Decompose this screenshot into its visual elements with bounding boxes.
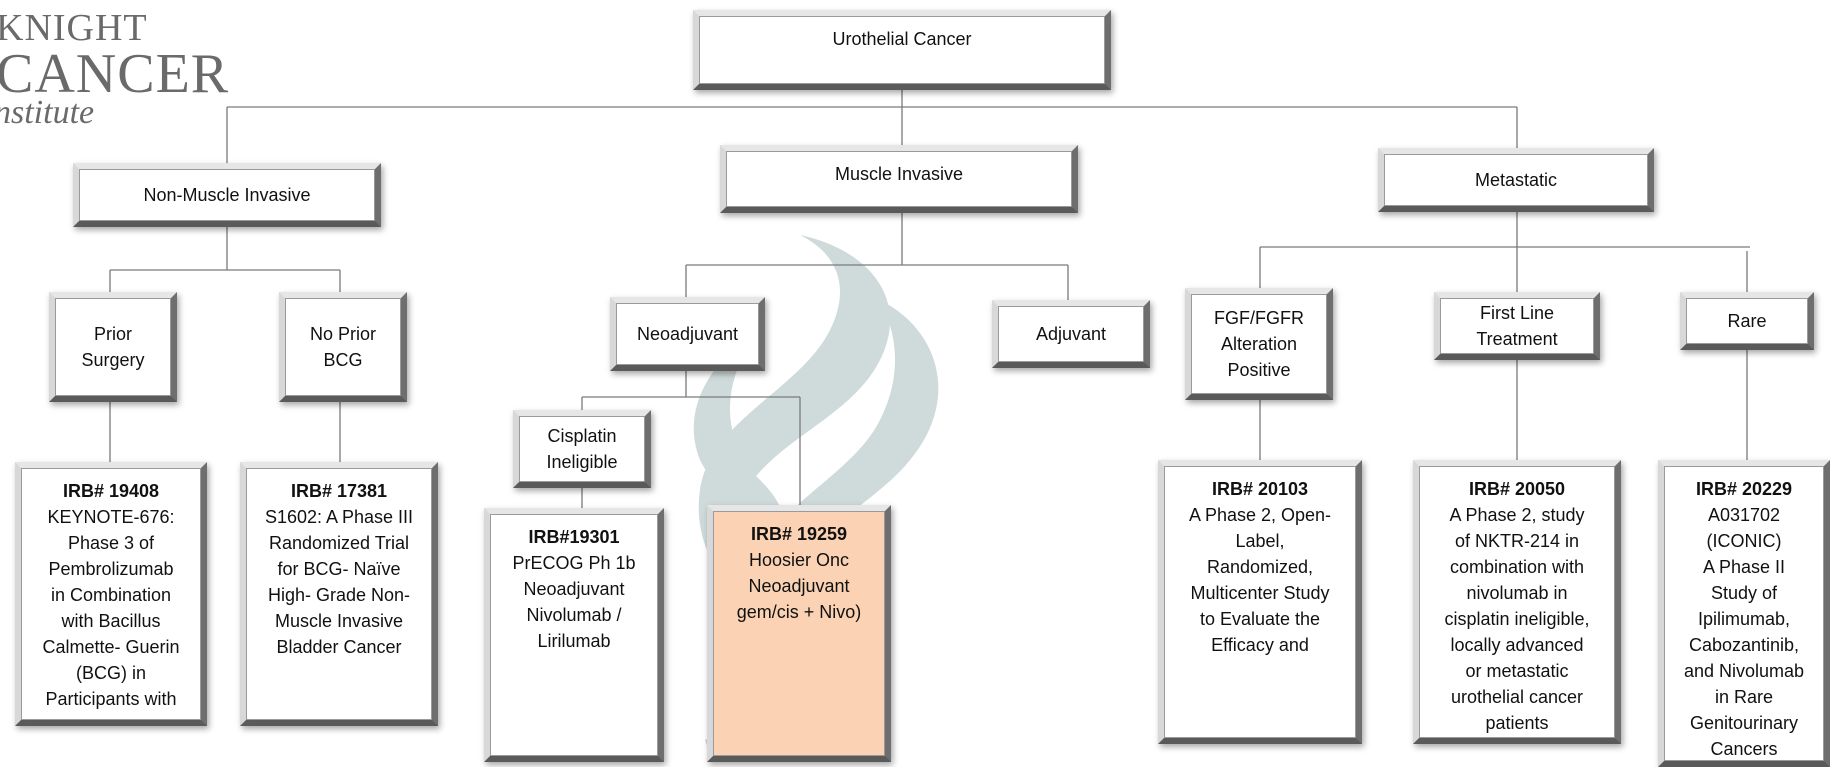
node-fgf-fgfr-alteration-positive: FGF/FGFR Alteration Positive <box>1185 288 1333 400</box>
trial-irb-number: IRB# 20229 <box>1695 479 1793 499</box>
node-non-muscle-invasive: Non-Muscle Invasive <box>73 163 381 227</box>
node-label: First Line Treatment <box>1476 303 1558 349</box>
trial-irb-number: IRB# 17381 <box>290 481 388 501</box>
node-label: Adjuvant <box>1035 324 1107 344</box>
node-label: Urothelial Cancer <box>832 29 972 49</box>
node-no-prior-bcg: No Prior BCG <box>279 292 407 402</box>
node-label: FGF/FGFR Alteration Positive <box>1214 308 1304 380</box>
trial-description: A Phase 2, Open- Label, Randomized, Mult… <box>1188 505 1332 655</box>
trial-irb-number: IRB# 20050 <box>1468 479 1566 499</box>
trial-irb-number: IRB# 19259 <box>750 524 848 544</box>
logo-line-3: nstitute <box>0 94 95 131</box>
node-metastatic: Metastatic <box>1378 148 1654 212</box>
trial-description: KEYNOTE-676: Phase 3 of Pembrolizumab in… <box>42 507 180 709</box>
node-first-line-treatment: First Line Treatment <box>1434 292 1600 360</box>
trial-irb-number: IRB# 19408 <box>62 481 160 501</box>
node-label: Cisplatin Ineligible <box>546 426 618 472</box>
node-label: Rare <box>1727 311 1767 331</box>
node-label: Prior Surgery <box>81 324 145 370</box>
trial-irb-19259-highlighted: IRB# 19259 Hoosier Onc Neoadjuvant gem/c… <box>707 505 891 762</box>
node-label: Muscle Invasive <box>834 164 964 184</box>
node-label: Metastatic <box>1474 170 1558 190</box>
logo-line-1: KNIGHT <box>0 7 148 49</box>
node-label: Neoadjuvant <box>636 324 739 344</box>
node-label: Non-Muscle Invasive <box>143 185 311 205</box>
node-cisplatin-ineligible: Cisplatin Ineligible <box>513 410 651 488</box>
node-urothelial-cancer: Urothelial Cancer <box>693 10 1111 90</box>
trial-description: Hoosier Onc Neoadjuvant gem/cis + Nivo) <box>736 550 862 622</box>
trial-description: PrECOG Ph 1b Neoadjuvant Nivolumab / Lir… <box>512 553 636 651</box>
node-adjuvant: Adjuvant <box>992 300 1150 368</box>
knight-cancer-institute-logo: KNIGHT CANCER nstitute <box>0 0 228 131</box>
trial-irb-17381: IRB# 17381 S1602: A Phase III Randomized… <box>240 462 438 726</box>
trial-irb-number: IRB#19301 <box>528 527 620 547</box>
logo-line-2: CANCER <box>0 43 230 105</box>
node-muscle-invasive: Muscle Invasive <box>720 145 1078 213</box>
trial-irb-19408: IRB# 19408 KEYNOTE-676: Phase 3 of Pembr… <box>15 462 207 726</box>
trial-irb-number: IRB# 20103 <box>1211 479 1309 499</box>
trial-irb-20050: IRB# 20050 A Phase 2, study of NKTR-214 … <box>1413 460 1621 744</box>
node-rare: Rare <box>1680 292 1814 350</box>
trial-irb-20103: IRB# 20103 A Phase 2, Open- Label, Rando… <box>1158 460 1362 744</box>
trial-description: A031702 (ICONIC) A Phase II Study of Ipi… <box>1683 505 1805 759</box>
node-neoadjuvant: Neoadjuvant <box>610 297 765 371</box>
trial-irb-20229: IRB# 20229 A031702 (ICONIC) A Phase II S… <box>1658 460 1830 767</box>
node-label: No Prior BCG <box>309 324 376 370</box>
trial-description: S1602: A Phase III Randomized Trial for … <box>264 507 414 657</box>
trial-description: A Phase 2, study of NKTR-214 in combinat… <box>1444 505 1590 733</box>
trial-irb-19301: IRB#19301 PrECOG Ph 1b Neoadjuvant Nivol… <box>484 508 664 762</box>
node-prior-surgery: Prior Surgery <box>49 292 177 402</box>
